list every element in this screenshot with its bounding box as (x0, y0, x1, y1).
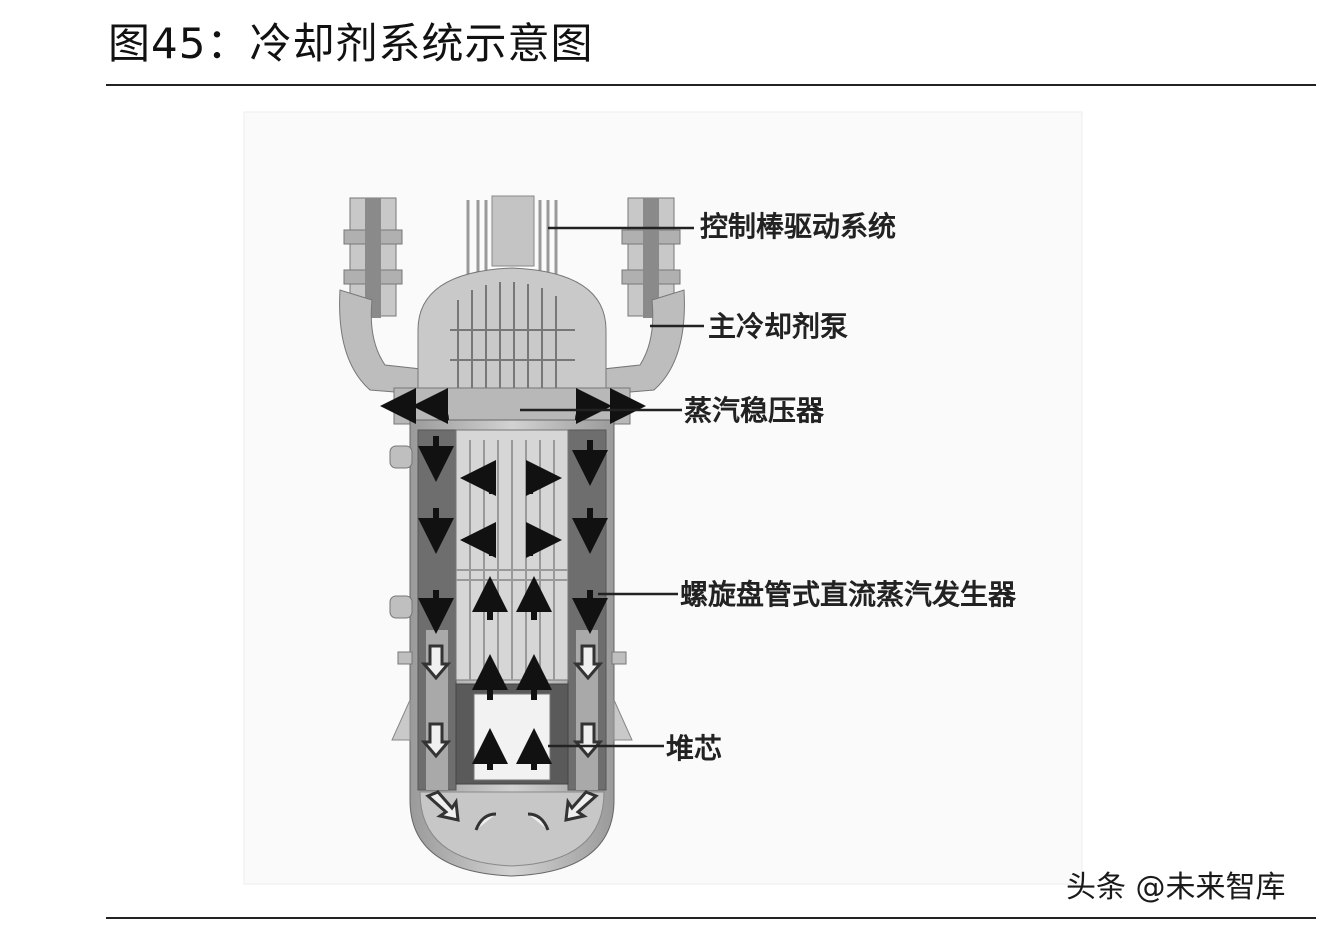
nozzle (389, 445, 413, 469)
nozzle (397, 651, 413, 665)
bottom-divider (106, 917, 1316, 919)
top-divider (106, 84, 1316, 86)
flow-arrows (380, 388, 646, 770)
left-pump (339, 197, 431, 396)
nozzle (389, 595, 413, 619)
lower-plenum (419, 791, 605, 867)
label-control-rod-drive: 控制棒驱动系统 (700, 210, 896, 243)
label-core: 堆芯 (666, 732, 722, 765)
vessel-flange (393, 387, 631, 425)
support-skirt (613, 699, 633, 741)
support-skirt (391, 699, 411, 741)
head-grid (450, 282, 575, 400)
label-steam-generator: 螺旋盘管式直流蒸汽发生器 (680, 578, 1017, 611)
watermark: 头条 @未来智库 (1066, 870, 1286, 905)
label-main-coolant-pump: 主冷却剂泵 (708, 310, 848, 343)
vessel-head (417, 267, 607, 401)
hollow-flow-arrows (420, 644, 604, 831)
nozzle (611, 651, 627, 665)
figure-title: 图45：冷却剂系统示意图 (108, 19, 594, 68)
label-pressurizer: 蒸汽稳压器 (684, 394, 825, 427)
core-fuel (473, 693, 551, 781)
leader-lines (520, 226, 704, 748)
right-pump (593, 197, 685, 396)
